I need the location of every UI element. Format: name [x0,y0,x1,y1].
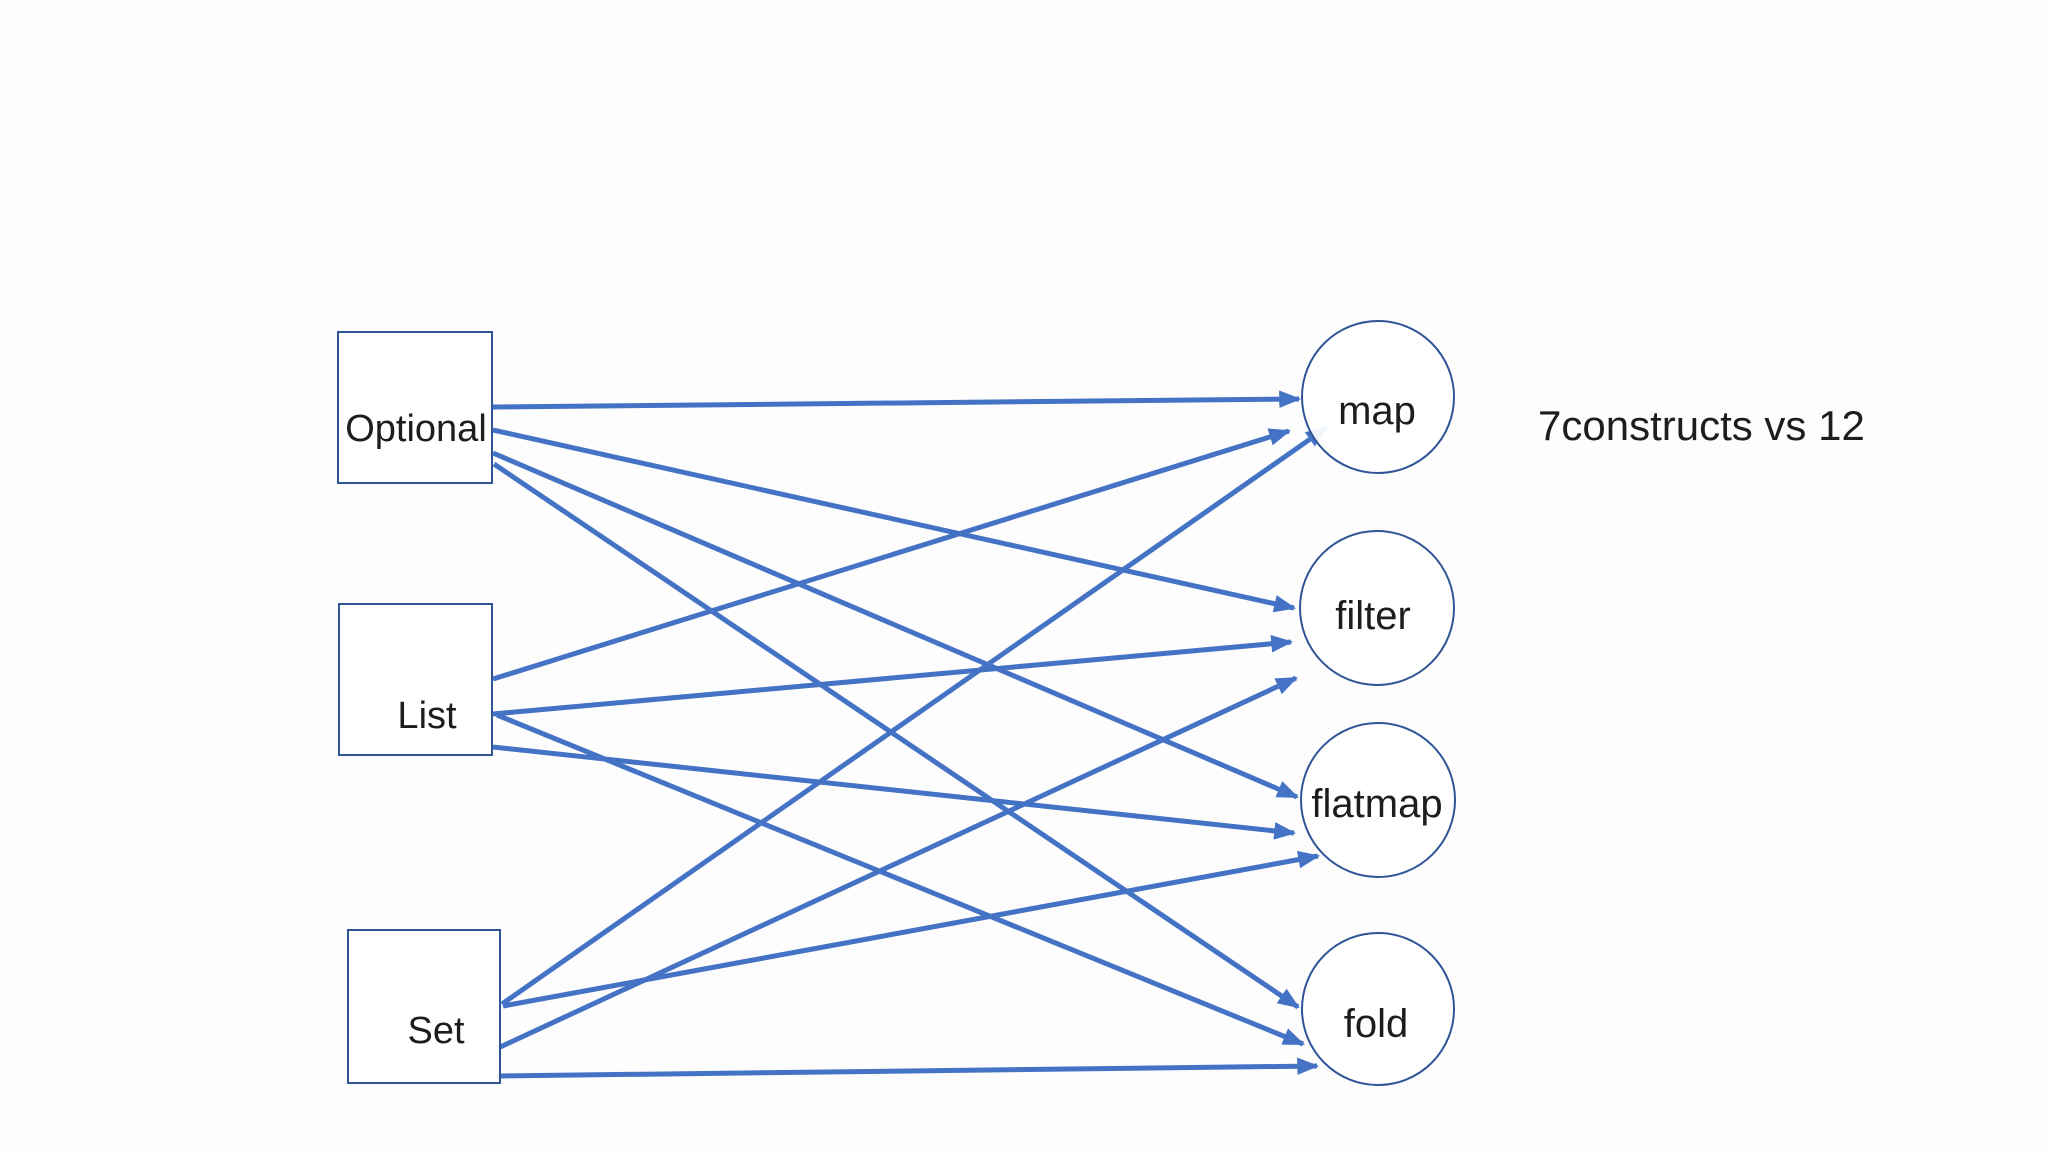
edge-set-flatmap [502,850,1321,1009]
target-circle-flatmap [1300,722,1456,878]
node-label-list: List [397,695,457,737]
edge-set-filter [496,675,1298,1051]
source-box-set [347,929,501,1084]
node-label-fold: fold [1343,1002,1409,1046]
target-circle-filter [1299,530,1455,686]
edge-optional-map [492,390,1302,410]
node-label-optional: Optional [345,408,487,450]
source-box-list [338,603,493,756]
node-label-filter: filter [1335,594,1411,638]
connector-arrows [492,390,1328,1079]
annotation-constructs-count: 7constructs vs 12 [1538,402,1865,449]
edge-list-fold [496,712,1306,1047]
edge-set-fold [496,1057,1320,1079]
target-circle-map [1301,320,1455,474]
node-label-set: Set [407,1010,465,1052]
edge-set-map [500,425,1328,1007]
target-circle-fold [1301,932,1455,1086]
node-label-flatmap: flatmap [1311,782,1443,826]
edge-list-filter [492,635,1294,717]
source-box-optional [337,331,493,484]
edge-list-flatmap [492,744,1297,840]
edge-list-map [492,428,1292,682]
edge-optional-filter [492,427,1297,613]
edge-optional-fold [492,461,1300,1010]
node-label-map: map [1338,389,1416,433]
